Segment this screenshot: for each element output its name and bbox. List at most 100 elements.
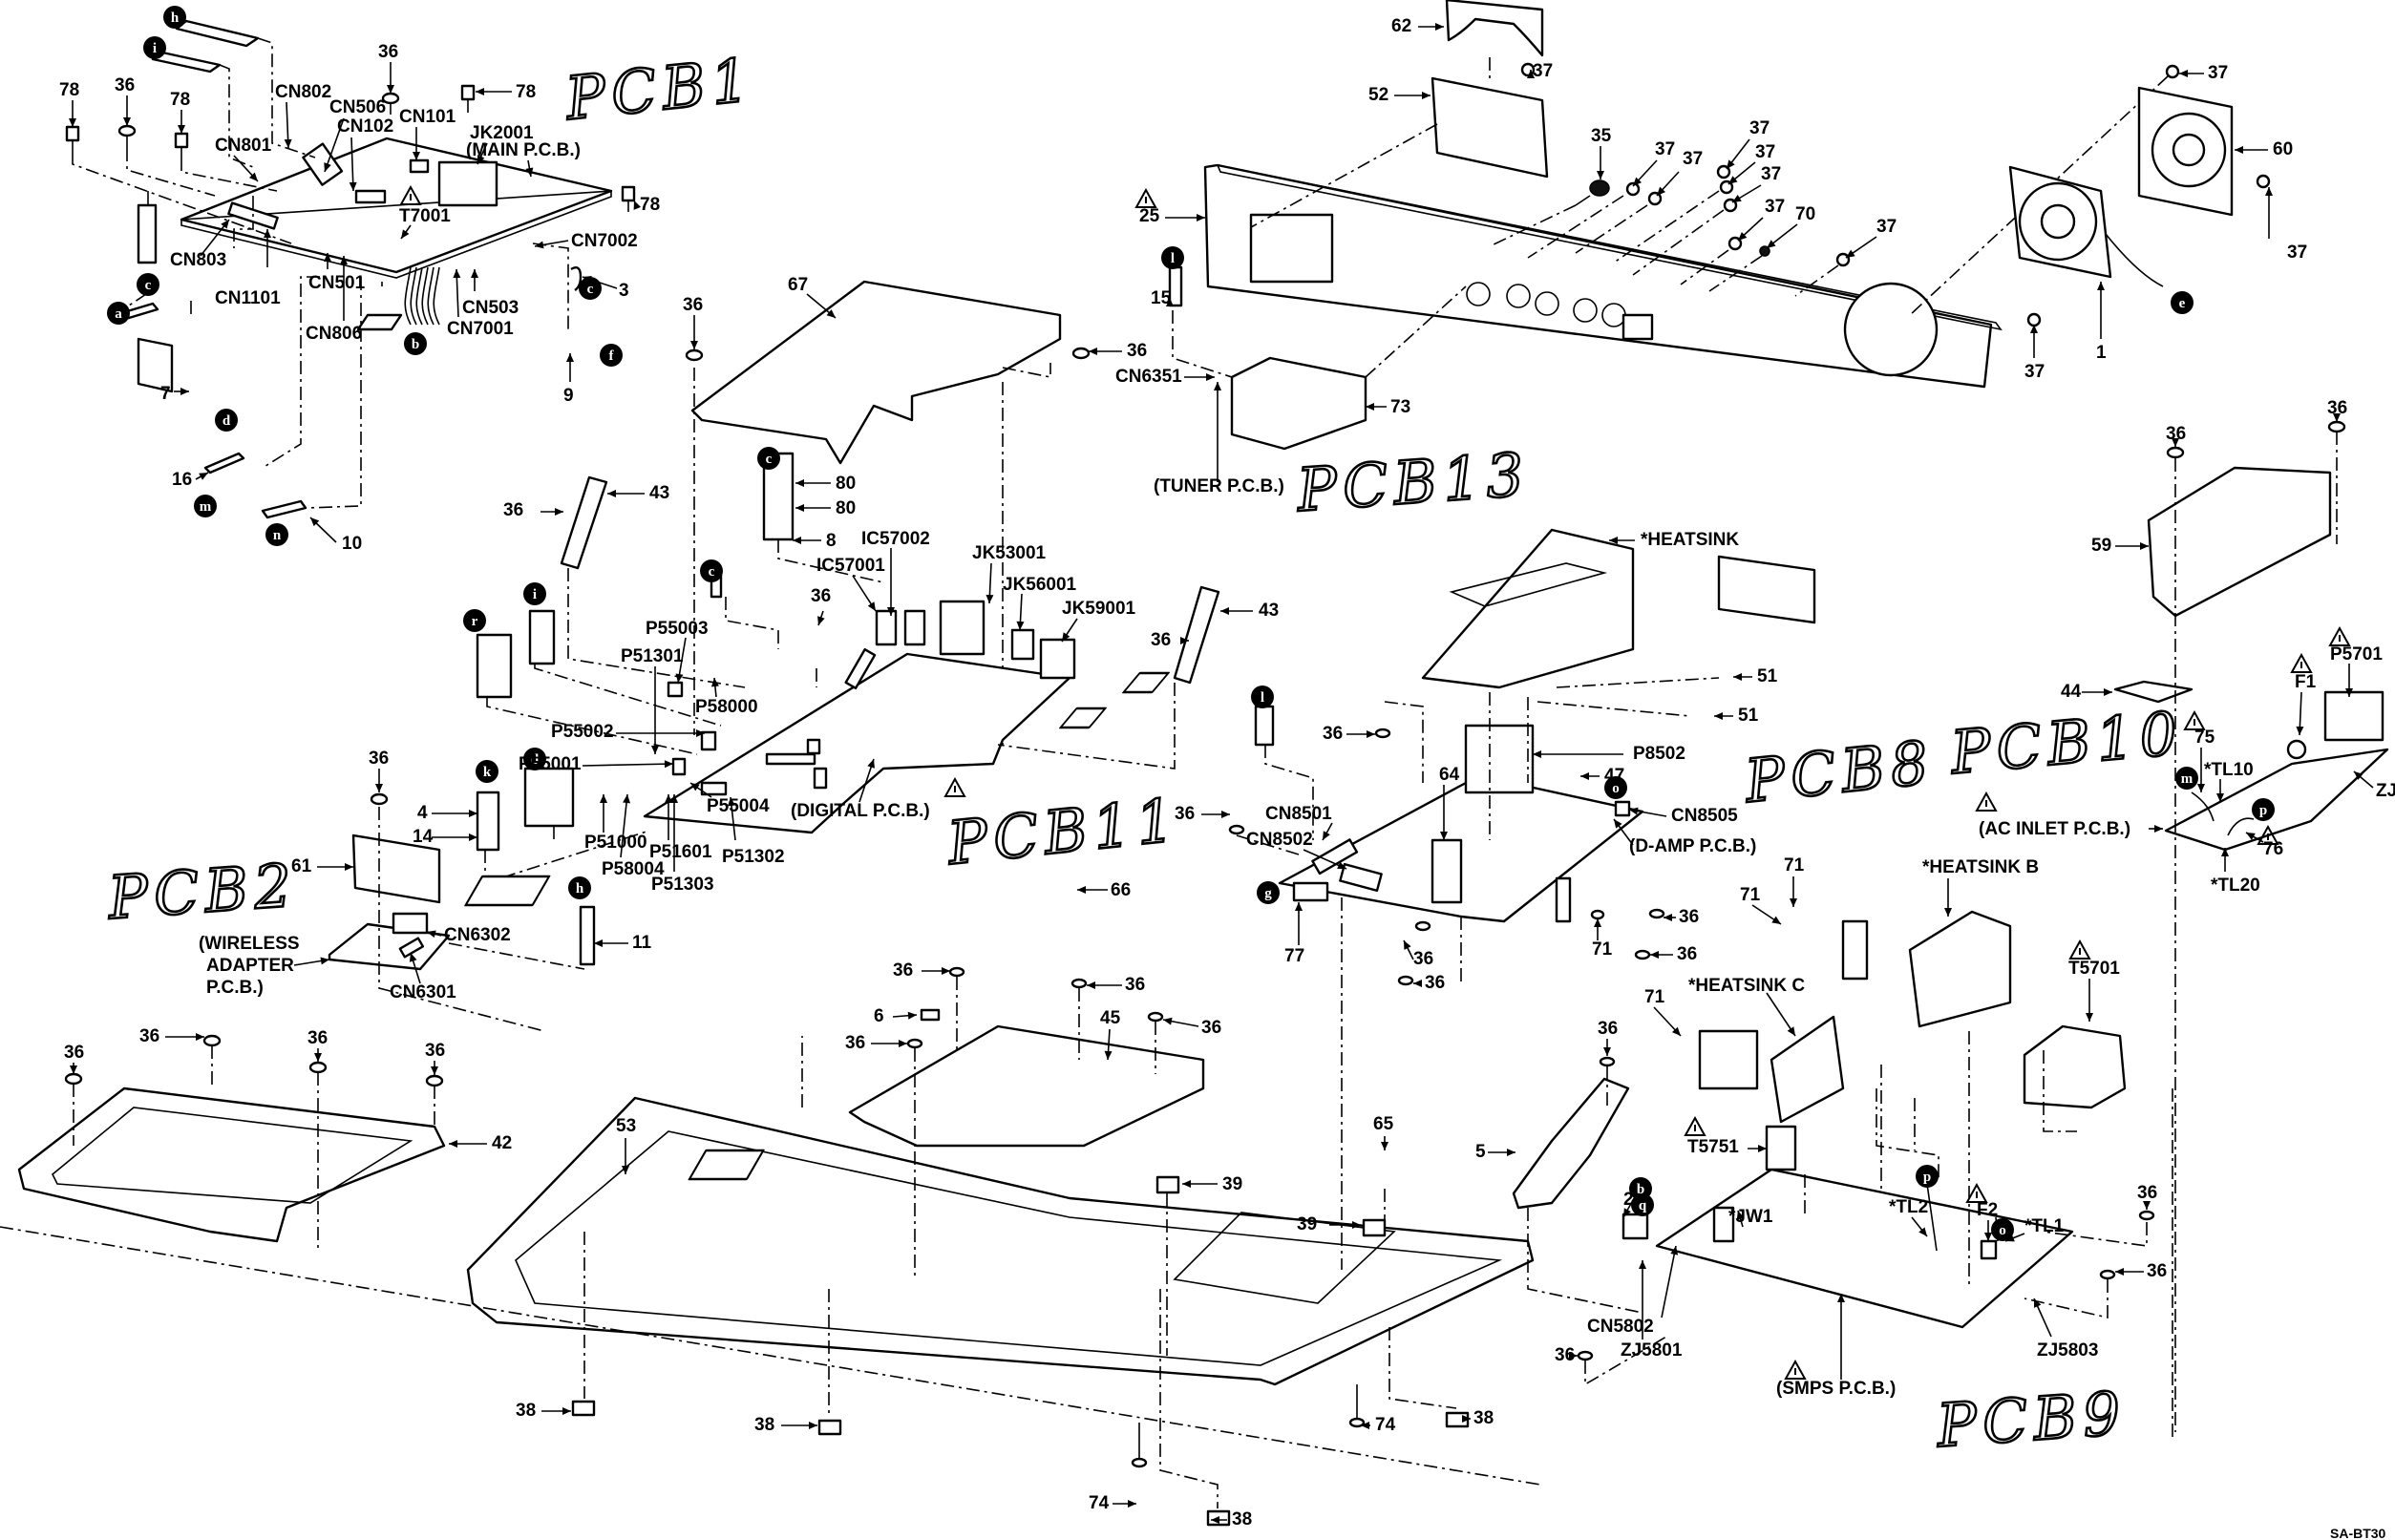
part-number-label: 36 [2137, 1183, 2157, 1203]
wire-tl20 [2227, 817, 2255, 836]
drive-tray-42 [17, 1086, 446, 1243]
part-number-callout: 10 [309, 517, 362, 554]
marker-letter: h [576, 881, 584, 897]
callout-label: *HEATSINK C [1688, 976, 1805, 996]
callout: P51000 [584, 794, 647, 853]
arrowhead-icon [1728, 176, 1738, 184]
part-number-callout: 16 [172, 470, 209, 490]
callout-label: CN8505 [1671, 806, 1738, 826]
callout: *HEATSINK [1609, 530, 1739, 550]
arrowhead-icon [2034, 1298, 2042, 1308]
arrowhead-icon [409, 953, 417, 962]
part-number-callout: 78 [170, 90, 190, 134]
callout: ZJ [2353, 770, 2395, 801]
arrowhead-icon [1440, 832, 1448, 840]
arrowhead-icon [793, 537, 801, 544]
part-number-callout: 36 [2137, 1183, 2157, 1210]
callout: ZJ5801 [1621, 1260, 1683, 1361]
marker-circle-icon [757, 447, 780, 470]
handwritten-pcb13-annotation: PCB13 [1294, 439, 1532, 525]
safety-warning-icon [1684, 1115, 1706, 1136]
arrowhead-icon [1603, 1047, 1611, 1056]
part-number-callout: 36 [845, 1033, 907, 1053]
part-number-callout: 36 [893, 960, 950, 981]
part-number-callout: 76 [2245, 832, 2283, 859]
part-number-label: 36 [369, 749, 389, 769]
part-number-label: 9 [563, 386, 574, 406]
handwritten-pcb2-annotation: PCB2 [105, 850, 300, 933]
part-number-label: 36 [64, 1043, 84, 1063]
arrowhead-icon [221, 220, 229, 229]
part-number-label: 14 [413, 827, 434, 847]
arrowhead-icon [1413, 980, 1422, 987]
part-number-callout: 71 [1740, 885, 1782, 925]
arrowhead-icon [1197, 214, 1205, 222]
marker-letter: c [587, 282, 594, 297]
transistor-group-b [1841, 919, 1869, 981]
arrowhead-icon [1738, 231, 1748, 241]
callout-label: CN503 [462, 298, 519, 318]
callout-label: CN506 [329, 97, 386, 117]
part-number-callout: 52 [1368, 85, 1431, 105]
arrowhead-icon [310, 517, 320, 527]
callout-label: JK59001 [1062, 599, 1136, 619]
callout-label: CN803 [170, 250, 226, 270]
screw-74-b [1348, 1384, 1366, 1428]
rear-panel-hdmi [1621, 313, 1654, 341]
cover-62 [1445, 0, 1544, 57]
callout-leader-line [1661, 1245, 1677, 1318]
part-number-label: 6 [874, 1006, 884, 1026]
bracket-52 [1431, 76, 1549, 179]
marker-circle-icon [107, 302, 130, 325]
callout: P5701 [2330, 644, 2383, 697]
part-number-label: 36 [139, 1026, 159, 1046]
part-number-label: 10 [342, 534, 362, 554]
safety-warning-icon [1975, 791, 1998, 812]
arrowhead-icon [453, 269, 461, 279]
callout-label: P58000 [695, 697, 758, 717]
ic-57001 [875, 609, 898, 646]
part-number-label: 36 [1125, 975, 1145, 995]
marker-letter: f [609, 348, 615, 364]
ac-inlet-assembly [2113, 420, 2389, 1432]
ffc-cable-c-left [137, 203, 158, 264]
part-number-label: 39 [1297, 1214, 1317, 1234]
arrowhead-icon [431, 1066, 438, 1075]
transistor-71 [1555, 876, 1572, 923]
marker-letter: o [1999, 1223, 2006, 1238]
callout: F2 [1977, 1200, 1998, 1241]
connector-77 [1292, 881, 1329, 902]
screw-36-y [1577, 1350, 1594, 1361]
ffc-cable-16 [203, 452, 245, 475]
marker-letter: e [2179, 296, 2186, 311]
callout-label: *HEATSINK [1641, 530, 1739, 550]
arrowhead-icon [1623, 1208, 1631, 1217]
marker-letter: b [1637, 1182, 1644, 1197]
connection-marker: m [194, 495, 217, 517]
screw-36-j [948, 966, 965, 978]
callout-label: P51000 [584, 833, 647, 853]
rear-panel-jack-4 [1573, 298, 1598, 323]
part-number-label: 36 [1679, 907, 1699, 927]
connection-marker: l [1161, 246, 1184, 269]
safety-warning-icon [1134, 187, 1157, 208]
connection-marker: n [265, 523, 288, 546]
part-number-label: 37 [1655, 139, 1675, 159]
callout-leader-line [620, 793, 628, 858]
callout: P55002 [551, 722, 705, 742]
arrowhead-icon [345, 863, 353, 871]
connection-marker: a [107, 302, 130, 325]
part-number-callout: 36 [369, 749, 389, 792]
arrowhead-icon [986, 594, 994, 603]
callout: CN803 [170, 219, 230, 270]
connection-marker: l [1251, 686, 1274, 708]
callout-label: P51601 [649, 842, 712, 862]
rear-panel-assembly [1168, 0, 2271, 624]
fan-60-hub [2172, 133, 2206, 167]
arrowhead-icon [2005, 1234, 2015, 1242]
part-number-label: 71 [1592, 939, 1613, 960]
arrowhead-icon [2143, 1201, 2151, 1210]
part-number-label: 43 [649, 483, 669, 503]
part-number-label: 78 [516, 82, 536, 102]
